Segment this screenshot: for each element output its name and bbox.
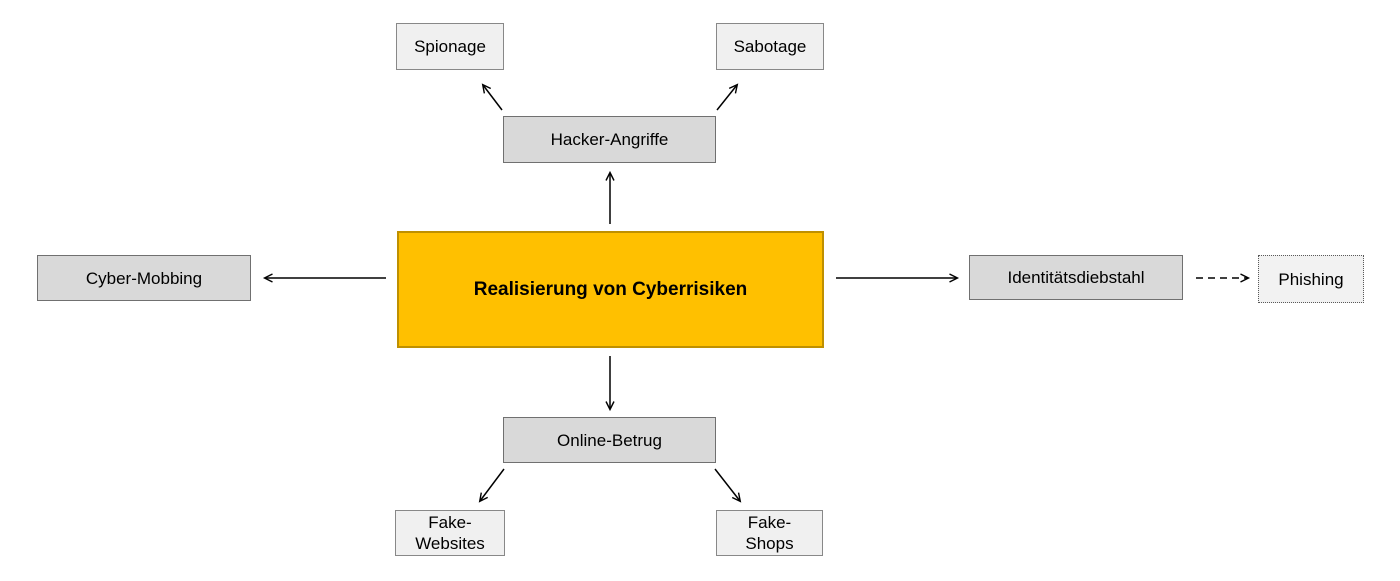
node-hacker-angriffe-label: Hacker-Angriffe <box>550 130 669 149</box>
arrow-hacker-to-spionage <box>481 83 503 111</box>
node-center-label: Realisierung von Cyberrisiken <box>473 279 748 300</box>
node-cyber-mobbing-label: Cyber-Mobbing <box>85 268 203 288</box>
node-sabotage: Sabotage <box>716 23 824 70</box>
node-sabotage-label: Sabotage <box>733 37 807 56</box>
node-spionage-label: Spionage <box>414 37 486 56</box>
node-identitaetsdiebstahl-label: Identitätsdiebstahl <box>1007 268 1145 287</box>
node-hacker-angriffe: Hacker-Angriffe <box>503 116 716 163</box>
node-fake-shops-label-line2: Shops <box>745 534 794 553</box>
node-fake-websites-label-line1: Fake- <box>428 513 472 532</box>
node-fake-shops-label-line1: Fake- <box>747 513 792 532</box>
node-fake-shops: Fake- Shops <box>716 510 823 556</box>
node-online-betrug: Online-Betrug <box>503 417 716 463</box>
node-phishing: Phishing <box>1258 255 1364 303</box>
node-spionage: Spionage <box>396 23 504 70</box>
arrow-hacker-to-sabotage <box>716 83 739 111</box>
node-center-realisierung-von-cyberrisiken: Realisierung von Cyberrisiken <box>397 231 824 348</box>
node-online-betrug-label: Online-Betrug <box>557 430 662 450</box>
node-cyber-mobbing: Cyber-Mobbing <box>37 255 251 301</box>
node-fake-websites-label-line2: Websites <box>415 534 485 553</box>
node-identitaetsdiebstahl: Identitätsdiebstahl <box>969 255 1183 300</box>
arrow-online-betrug-to-fake-shops <box>714 468 742 503</box>
arrow-online-betrug-to-fake-websites <box>478 468 505 503</box>
node-phishing-label: Phishing <box>1278 269 1344 289</box>
node-fake-websites: Fake- Websites <box>395 510 505 556</box>
